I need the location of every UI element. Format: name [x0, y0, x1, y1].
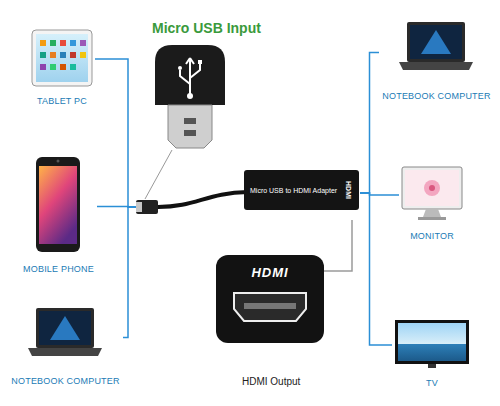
hdmi-port-zoom: HDMI: [216, 255, 324, 343]
device-label: TABLET PC: [37, 96, 87, 107]
device-node: MONITOR: [399, 165, 465, 243]
adapter-node: Micro USB to HDMI Adapter HDMI: [136, 165, 360, 220]
device-node: MOBILE PHONE: [20, 155, 97, 276]
device-node: NOTEBOOK COMPUTER: [379, 20, 494, 103]
connector-line: [123, 207, 136, 338]
connector-line: [324, 220, 352, 271]
device-picture-area: [399, 165, 465, 225]
device-picture-area: [8, 305, 123, 370]
device-label: MONITOR: [410, 231, 454, 242]
notebook-icon: [399, 22, 473, 70]
tablet-icon: [32, 30, 92, 86]
part-label: HDMI Output: [242, 376, 300, 388]
hdmi-end-mark: HDMI: [343, 175, 353, 205]
device-picture-area: [29, 28, 95, 90]
connector-line: [360, 193, 392, 345]
adapter-plug-cable: [136, 165, 256, 220]
hdmi-logo: HDMI: [251, 265, 288, 280]
device-picture-area: [392, 318, 472, 372]
device-picture-area: [20, 155, 97, 258]
hdmi-mark: HDMI: [344, 181, 353, 199]
device-node: TV: [392, 318, 472, 390]
connector-line: [95, 59, 136, 207]
device-label: TV: [426, 378, 438, 389]
connector-line: [360, 53, 379, 194]
adapter-text: Micro USB to HDMI Adapter: [250, 186, 337, 195]
adapter-body: Micro USB to HDMI Adapter HDMI: [244, 170, 359, 210]
notebook-icon: [28, 308, 102, 356]
device-picture-area: [379, 20, 494, 85]
device-label: NOTEBOOK COMPUTER: [11, 376, 119, 387]
phone-icon: [36, 157, 80, 252]
hdmi-port-opening: [216, 287, 324, 331]
device-node: NOTEBOOK COMPUTER: [8, 305, 123, 388]
device-label: MOBILE PHONE: [23, 264, 94, 275]
micro-usb-plug-zoom: [145, 45, 225, 199]
monitor-icon: [402, 167, 462, 220]
tv-icon: [395, 320, 469, 368]
device-label: NOTEBOOK COMPUTER: [382, 91, 490, 102]
device-node: TABLET PC: [29, 28, 95, 108]
callout-heading: Micro USB Input: [152, 20, 261, 37]
